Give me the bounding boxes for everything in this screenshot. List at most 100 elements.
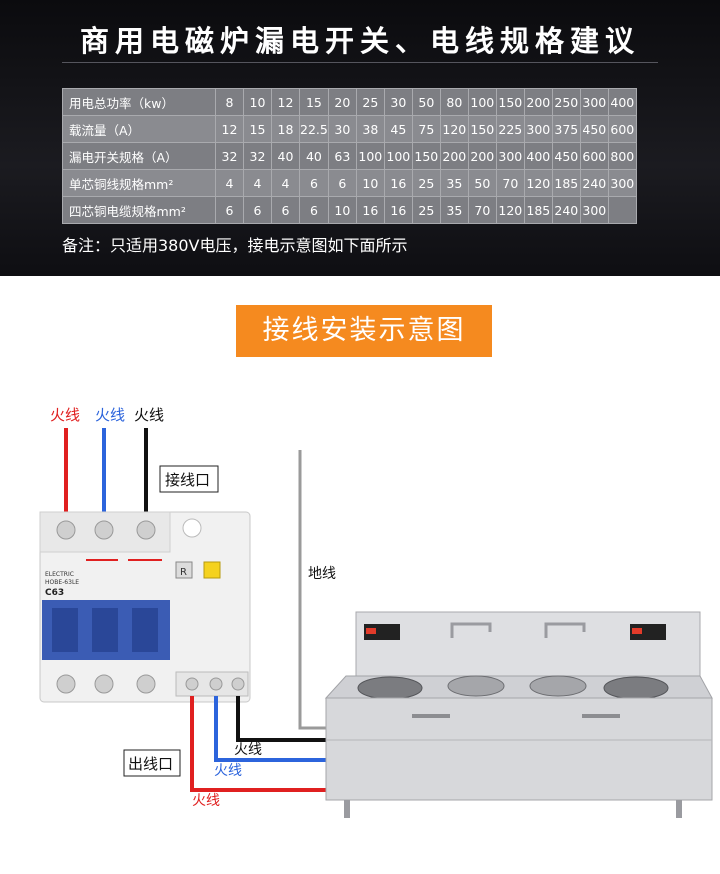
table-cell: 100 <box>467 88 497 116</box>
output-label-black: 火线 <box>234 742 262 758</box>
breaker-brand: ELECTRIC <box>45 571 74 578</box>
table-cell: 4 <box>215 169 244 197</box>
burner-2 <box>447 675 505 697</box>
output-wire-black <box>236 696 326 742</box>
faucet-right <box>544 622 586 638</box>
table-cell: 35 <box>439 196 469 224</box>
leg-1 <box>344 800 350 818</box>
table-cell: 10 <box>243 88 272 116</box>
leakage-breaker: ELECTRIC HOBE-63LE C63 R <box>39 511 251 703</box>
table-cell: 12 <box>271 88 300 116</box>
table-cell: 6 <box>215 196 244 224</box>
induction-cooker <box>324 611 713 818</box>
outlet-label: 出线口 <box>128 755 173 773</box>
table-cell: 63 <box>327 142 357 170</box>
input-label-blue: 火线 <box>95 406 125 424</box>
out-screw-2 <box>94 674 114 694</box>
table-cell: 200 <box>467 142 497 170</box>
table-cell: 225 <box>495 115 525 143</box>
output-label-red: 火线 <box>192 793 220 809</box>
reset-button <box>175 561 193 579</box>
table-cell: 300 <box>523 115 553 143</box>
out-screw-3 <box>136 674 156 694</box>
ground-wire <box>298 450 326 730</box>
table-cell: 250 <box>551 88 581 116</box>
table-cell: 80 <box>439 88 469 116</box>
page-title: 商用电磁炉漏电开关、电线规格建议 <box>79 24 640 58</box>
output-wire-red <box>190 696 326 792</box>
table-cell: 600 <box>607 115 637 143</box>
table-cell: 120 <box>495 196 525 224</box>
handle-right <box>582 714 620 718</box>
table-cell: 6 <box>299 196 329 224</box>
table-cell: 40 <box>299 142 329 170</box>
table-cell: 100 <box>355 142 385 170</box>
row-label: 载流量（A） <box>62 115 216 143</box>
table-cell: 10 <box>327 196 357 224</box>
table-cell: 200 <box>439 142 469 170</box>
table-cell: 75 <box>411 115 441 143</box>
table-cell <box>607 196 637 224</box>
table-cell: 150 <box>411 142 441 170</box>
title-divider <box>62 62 658 63</box>
breaker-model: HOBE-63LE <box>45 579 79 586</box>
burner-3 <box>529 675 587 697</box>
leg-2 <box>676 800 682 818</box>
burner-1 <box>357 676 423 700</box>
section-banner: 接线安装示意图 <box>236 305 492 357</box>
table-cell: 32 <box>215 142 244 170</box>
input-label-black: 火线 <box>134 406 164 424</box>
table-cell: 400 <box>523 142 553 170</box>
row-label: 单芯铜线规格mm² <box>62 169 216 197</box>
inlet-label-box <box>159 465 219 493</box>
table-cell: 300 <box>579 88 609 116</box>
faucet-left <box>450 622 492 638</box>
terminal-screw-2 <box>94 520 114 540</box>
table-cell: 240 <box>579 169 609 197</box>
row-label: 漏电开关规格（A） <box>62 142 216 170</box>
burner-4 <box>603 676 669 700</box>
table-cell: 18 <box>271 115 300 143</box>
table-cell: 185 <box>551 169 581 197</box>
reset-button-label: R <box>180 567 187 578</box>
cooker-body <box>325 697 713 801</box>
input-label-red: 火线 <box>50 406 80 424</box>
cooker-backsplash <box>355 611 701 681</box>
ground-label: 地线 <box>308 566 336 582</box>
terminal-screw-3 <box>136 520 156 540</box>
table-cell: 300 <box>607 169 637 197</box>
table-cell: 25 <box>411 196 441 224</box>
test-screw <box>182 518 202 538</box>
table-cell: 200 <box>523 88 553 116</box>
table-cell: 150 <box>467 115 497 143</box>
table-cell: 40 <box>271 142 300 170</box>
table-cell: 50 <box>411 88 441 116</box>
table-cell: 6 <box>271 196 300 224</box>
outlet-label-box <box>123 749 181 777</box>
table-cell: 185 <box>523 196 553 224</box>
output-label-blue: 火线 <box>214 763 242 779</box>
handle-left <box>412 714 450 718</box>
table-cell: 16 <box>383 196 413 224</box>
output-wire-blue <box>214 696 326 762</box>
note-text: 备注：只适用380V电压，接电示意图如下面所示 <box>62 236 408 255</box>
table-cell: 400 <box>607 88 637 116</box>
table-cell: 120 <box>523 169 553 197</box>
breaker-rating: C63 <box>45 588 64 598</box>
out-screw-1 <box>56 674 76 694</box>
table-cell: 800 <box>607 142 637 170</box>
table-cell: 25 <box>411 169 441 197</box>
terminal-screw-1 <box>56 520 76 540</box>
test-button <box>203 561 221 579</box>
table-cell: 45 <box>383 115 413 143</box>
inlet-label: 接线口 <box>165 471 210 489</box>
table-cell: 70 <box>467 196 497 224</box>
table-cell: 16 <box>383 169 413 197</box>
